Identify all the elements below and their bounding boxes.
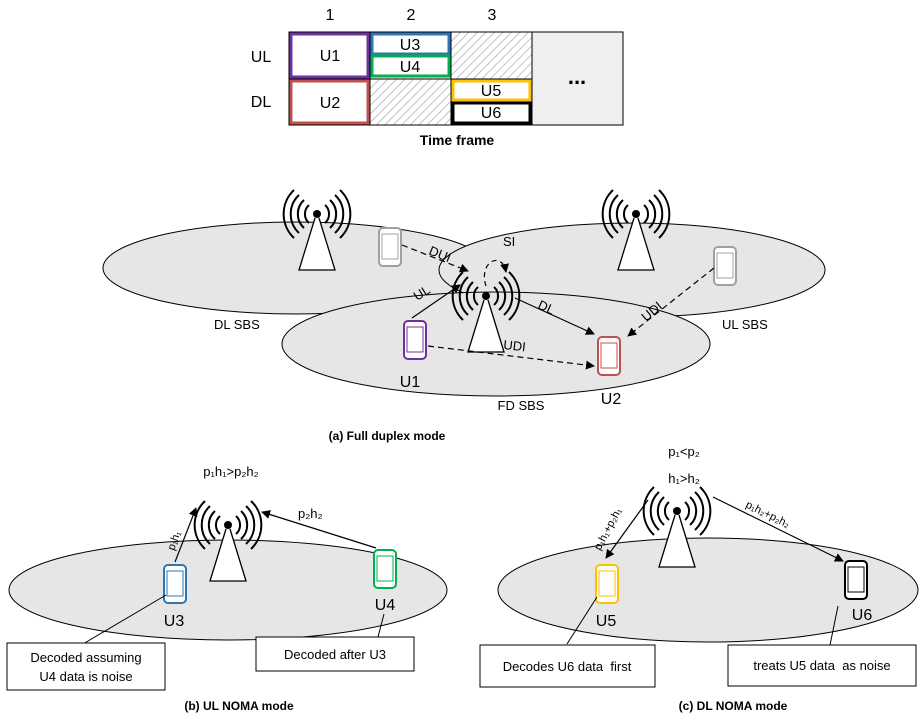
slot-number-3: 3 xyxy=(488,7,497,24)
ul-link-label: UL xyxy=(411,282,433,304)
udi-bottom-label: UDI xyxy=(503,337,527,354)
u5-downlink xyxy=(605,499,649,559)
dl-noma-diagram: p₁<p₂ h₁>h₂ p₁h₁+p₂h₁ p₁h₂+p₂h₂ U5 U6 De… xyxy=(479,444,919,713)
time-frame-caption: Time frame xyxy=(420,132,495,148)
phone-dl-interferer-icon xyxy=(378,227,402,267)
phone-u1-icon xyxy=(403,320,427,360)
ul-note-right: Decoded after U3 xyxy=(284,647,386,662)
dl-note-right: treats U5 data as noise xyxy=(753,658,890,673)
dl-power-relation-a: p₁<p₂ xyxy=(668,444,699,459)
udi-link-bottom xyxy=(427,345,595,370)
full-duplex-caption: (a) Full duplex mode xyxy=(329,429,446,443)
dl-note-left: Decodes U6 data first xyxy=(503,659,632,674)
u4-link-label: p₂h₂ xyxy=(298,506,323,521)
slot-u5-label: U5 xyxy=(481,83,502,100)
slot-u3 xyxy=(370,32,451,56)
ul-note-right-box xyxy=(255,636,415,672)
phone-u5-icon xyxy=(595,564,619,604)
slot-u1-label: U1 xyxy=(320,48,341,65)
u6-label: U6 xyxy=(852,607,873,624)
slot-u6 xyxy=(451,101,532,125)
u6-link-label: p₁h₂+p₂h₂ xyxy=(744,499,792,531)
row-label-ul: UL xyxy=(251,49,272,66)
row-label-dl: DL xyxy=(251,94,272,111)
slot-u4-label: U4 xyxy=(400,59,421,76)
ul-note-left-line2: U4 data is noise xyxy=(39,669,132,684)
slot-u3-label: U3 xyxy=(400,37,421,54)
ul-note-left-box xyxy=(6,642,166,691)
hatched-cell-ul-3 xyxy=(450,31,533,80)
time-frame-table: 1 2 3 UL DL U1 U2 U3 U4 U5 U6 ... Time f… xyxy=(251,7,624,148)
dl-note-right-box xyxy=(727,644,917,687)
slot-number-2: 2 xyxy=(407,7,416,24)
dl-note-left-box xyxy=(479,644,656,688)
phone-u2-icon xyxy=(597,336,621,376)
phone-u3-icon xyxy=(163,564,187,604)
slot-u2-label: U2 xyxy=(320,95,341,112)
u1-label: U1 xyxy=(400,374,421,391)
hatched-cell-dl-2 xyxy=(369,78,452,126)
u5-label: U5 xyxy=(596,613,617,630)
udi-link-right xyxy=(627,267,715,337)
slot-u4 xyxy=(370,54,451,78)
ellipsis: ... xyxy=(568,64,586,89)
u6-downlink xyxy=(712,496,844,562)
ul-link xyxy=(411,284,461,319)
dl-link-label: DL xyxy=(536,297,557,317)
full-duplex-diagram: DUI SI UL DL UDI UDI DL SBS UL SBS FD SB… xyxy=(102,189,826,443)
phone-u6-icon xyxy=(844,560,868,600)
dui-link xyxy=(401,244,469,273)
slot-u6-label: U6 xyxy=(481,105,502,122)
u4-label: U4 xyxy=(375,597,396,614)
phone-ul-interferer-icon xyxy=(713,246,737,286)
u2-label: U2 xyxy=(601,391,622,408)
dl-sbs-label: DL SBS xyxy=(214,317,260,332)
ul-sbs-label: UL SBS xyxy=(722,317,768,332)
u4-uplink xyxy=(261,510,377,549)
slot-u2 xyxy=(289,79,370,125)
dl-link xyxy=(514,297,595,335)
si-label: SI xyxy=(503,234,515,249)
ul-power-relation: p₁h₁>p₂h₂ xyxy=(203,464,258,479)
slot-u5 xyxy=(451,79,532,102)
fd-sbs-label: FD SBS xyxy=(498,398,545,413)
dl-noma-caption: (c) DL NOMA mode xyxy=(679,699,788,713)
u3-label: U3 xyxy=(164,613,185,630)
ul-noma-diagram: p₁h₁>p₂h₂ p₁h₁ p₂h₂ U3 U4 Decoded assumi… xyxy=(6,464,448,713)
ul-note-left-line1: Decoded assuming xyxy=(30,650,141,665)
phone-u4-icon xyxy=(373,549,397,589)
ul-noma-caption: (b) UL NOMA mode xyxy=(184,699,294,713)
slot-number-1: 1 xyxy=(326,7,335,24)
slot-u1 xyxy=(289,32,370,79)
dl-power-relation-b: h₁>h₂ xyxy=(668,471,699,486)
u3-uplink xyxy=(174,507,198,563)
